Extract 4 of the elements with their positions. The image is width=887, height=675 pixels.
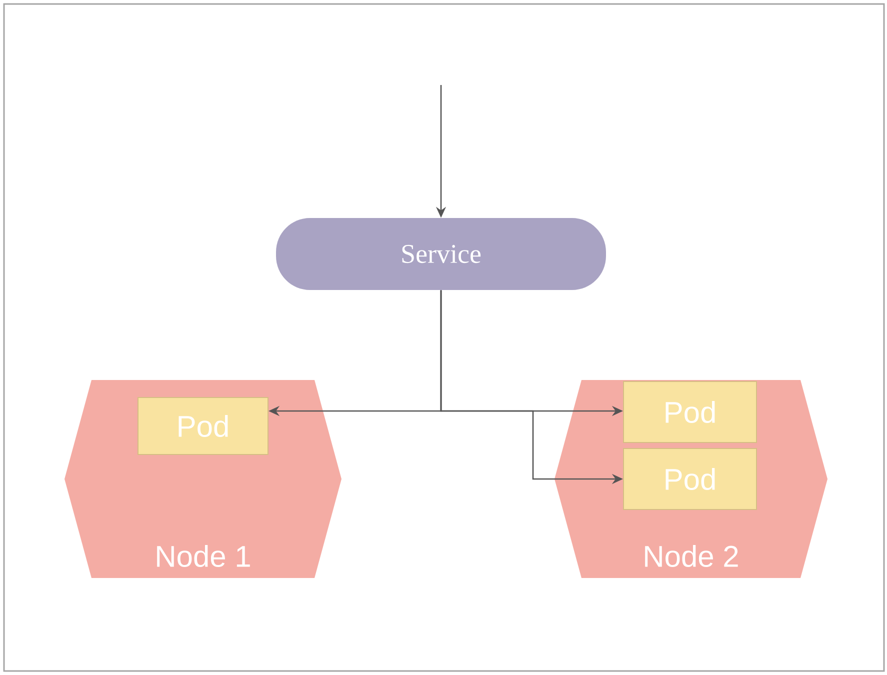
pod-box: Pod [138,397,268,455]
pod-box: Pod [623,448,757,510]
pod-box: Pod [623,381,757,443]
service-pill: Service [276,218,606,290]
